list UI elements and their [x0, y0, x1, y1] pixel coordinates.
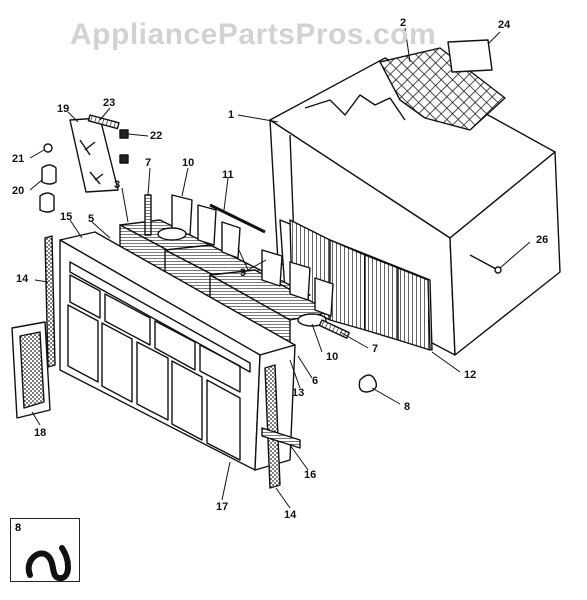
leader-lines — [30, 28, 530, 508]
clip-20a — [42, 165, 56, 184]
clip-8 — [359, 375, 376, 392]
cabinet-shell — [270, 58, 560, 355]
callout-6: 6 — [312, 375, 319, 387]
inset-clip-shape — [29, 548, 68, 578]
side-strip-right — [265, 365, 280, 488]
callout-14-left: 14 — [16, 273, 29, 285]
callout-15: 15 — [60, 211, 73, 223]
callout-10-lower: 10 — [326, 351, 339, 363]
support-rod — [210, 205, 265, 232]
side-strip-left — [45, 236, 55, 367]
callout-5: 5 — [88, 213, 95, 225]
watermark-text: AppliancePartsPros.com — [70, 18, 437, 51]
callout-14-right: 14 — [284, 509, 297, 521]
inset-label: 8 — [15, 522, 22, 534]
bottom-rail — [262, 428, 300, 448]
callout-26: 26 — [536, 234, 549, 246]
vent-strip-upper — [145, 195, 151, 235]
callout-3: 3 — [114, 179, 121, 191]
callout-20: 20 — [12, 185, 25, 197]
callout-7-lower: 7 — [372, 343, 379, 355]
callout-21: 21 — [12, 153, 25, 165]
top-mesh-panel — [380, 48, 505, 130]
clip-20b — [40, 193, 54, 212]
callout-10-upper: 10 — [182, 157, 195, 169]
callout-12: 12 — [464, 369, 477, 381]
screw-26 — [470, 255, 498, 270]
callout-9: 9 — [240, 267, 247, 279]
connector-22a — [120, 130, 128, 138]
callout-22: 22 — [150, 130, 163, 142]
evaporator-coil — [120, 220, 330, 345]
filter-sheet — [448, 40, 492, 72]
filter-panel — [12, 322, 50, 418]
callout-23: 23 — [103, 97, 116, 109]
front-grille-panel — [280, 220, 432, 350]
vent-strip-lower — [319, 320, 349, 338]
callout-1: 1 — [228, 109, 235, 121]
callout-19: 19 — [57, 103, 70, 115]
callout-13: 13 — [292, 387, 305, 399]
callout-7-upper: 7 — [145, 157, 152, 169]
knob-21 — [43, 143, 53, 153]
callout-11: 11 — [222, 169, 234, 181]
control-board — [70, 115, 119, 192]
callout-24: 24 — [498, 19, 511, 31]
callout-16: 16 — [304, 469, 317, 481]
connector-22b — [120, 155, 128, 163]
inset-detail-box: 8 — [10, 518, 80, 582]
callout-2: 2 — [400, 17, 407, 29]
air-baffles — [157, 195, 333, 327]
callout-8: 8 — [404, 401, 411, 413]
callout-18: 18 — [34, 427, 47, 439]
callout-17: 17 — [216, 501, 229, 513]
